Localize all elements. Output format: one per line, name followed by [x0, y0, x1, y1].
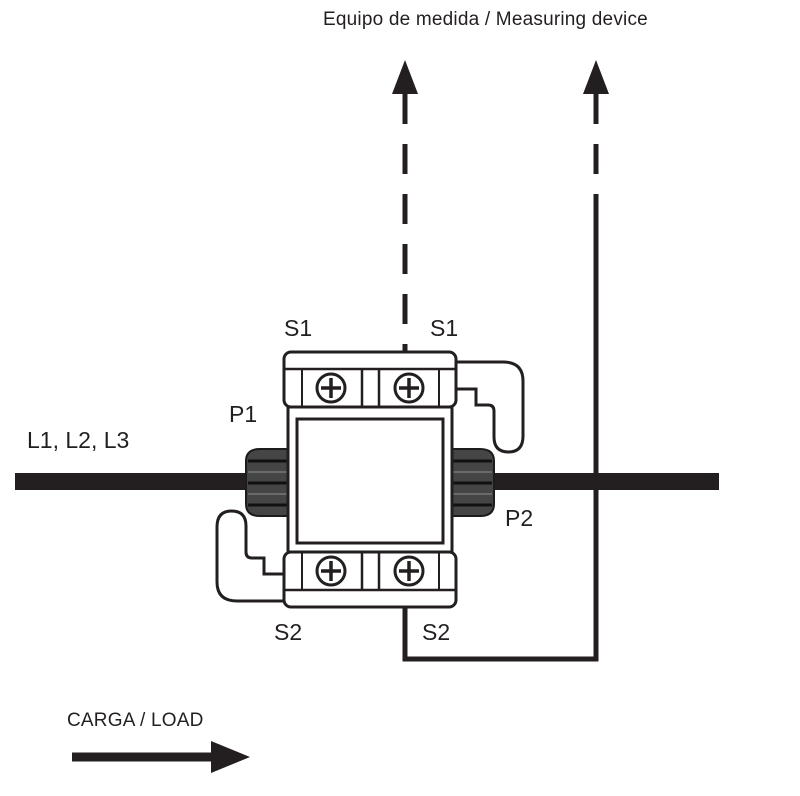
terminal-label-p2: P2 [505, 505, 534, 531]
terminal-label-p1: P1 [229, 401, 258, 427]
secondary-lead-s2 [402, 60, 609, 662]
load-direction-arrow [72, 741, 250, 773]
terminal-screw-s1-left [315, 372, 347, 404]
arrow-up-icon [392, 60, 418, 94]
conductor-label: L1, L2, L3 [27, 427, 130, 453]
terminal-screw-s2-left [315, 555, 347, 587]
terminal-block-top [282, 350, 458, 409]
terminal-label-s1-left: S1 [284, 315, 313, 341]
cable-clamp-left [245, 448, 291, 517]
din-hook-right [448, 360, 525, 454]
measuring-device-title: Equipo de medida / Measuring device [323, 9, 648, 30]
terminal-label-s1-right: S1 [430, 315, 459, 341]
arrow-right-icon [211, 741, 250, 773]
arrow-up-icon [583, 60, 609, 94]
terminal-block-bottom [282, 550, 458, 609]
cable-clamp-right [449, 448, 495, 517]
din-hook-left [215, 509, 292, 603]
terminal-screw-s2-right [393, 555, 425, 587]
secondary-lead-s1 [392, 60, 418, 353]
load-label: CARGA / LOAD [67, 710, 204, 731]
current-transformer-device [215, 350, 525, 609]
terminal-label-s2-right: S2 [422, 619, 451, 645]
device-window [295, 417, 445, 545]
terminal-screw-s1-right [393, 372, 425, 404]
terminal-label-s2-left: S2 [274, 619, 303, 645]
